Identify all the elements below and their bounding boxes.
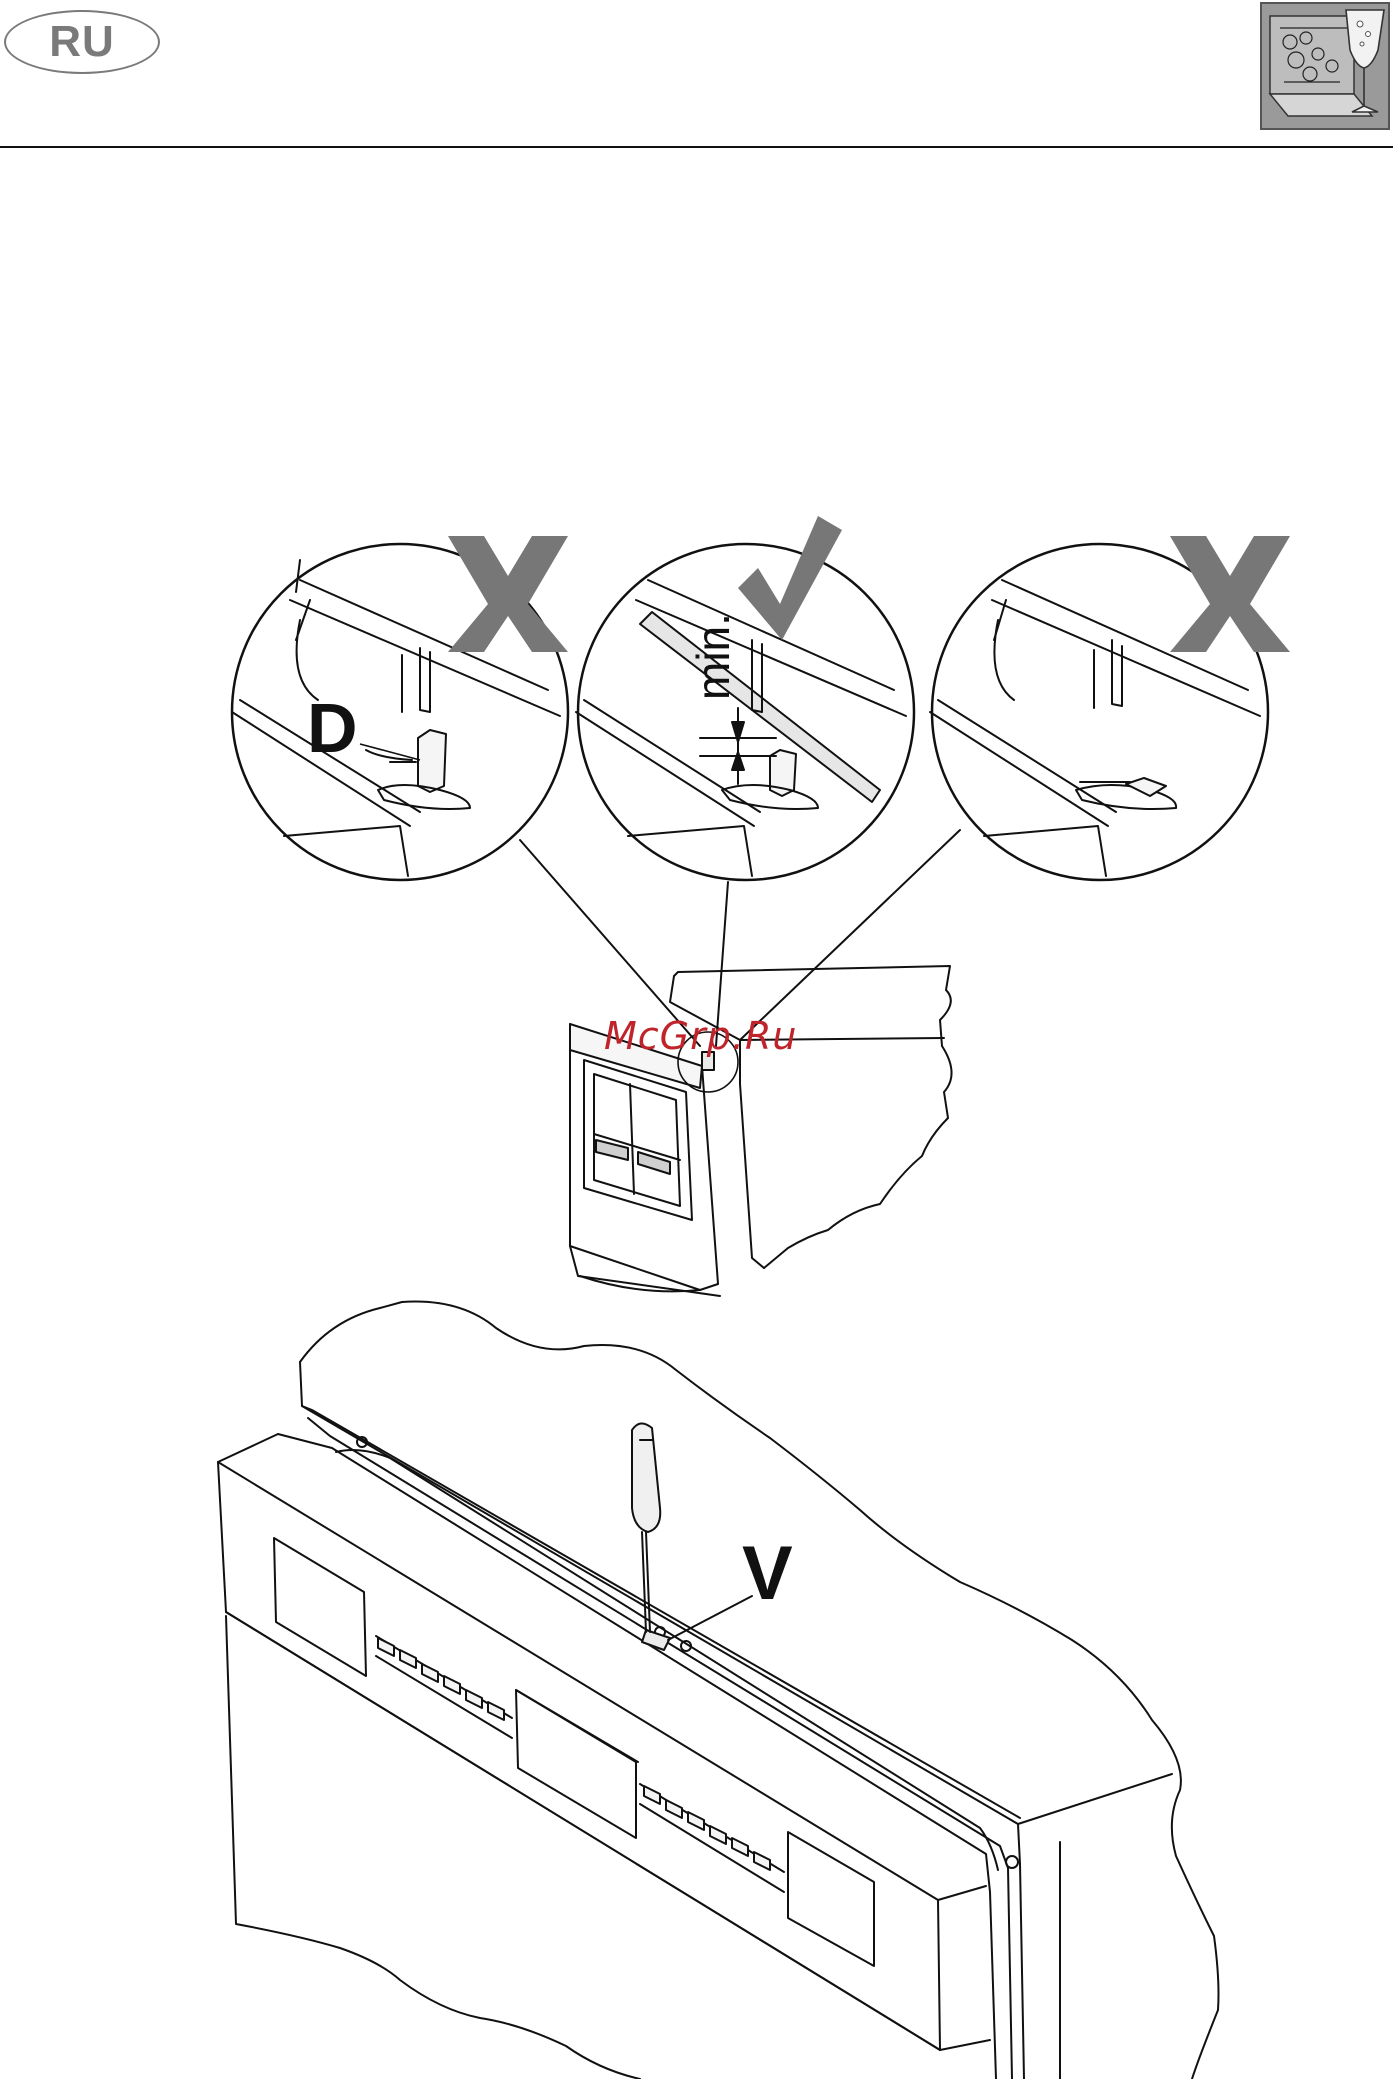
cross-mark-icon (448, 536, 568, 652)
label-min: min. (690, 613, 736, 700)
appliance-control-panel-view (218, 1302, 1219, 2079)
watermark-text: McGrp.Ru (604, 1014, 797, 1058)
leader-line-right (740, 830, 960, 1040)
label-v: V (742, 1536, 793, 1612)
cross-mark-icon (1170, 536, 1290, 652)
check-mark-icon (738, 516, 842, 640)
label-d: D (307, 693, 358, 763)
